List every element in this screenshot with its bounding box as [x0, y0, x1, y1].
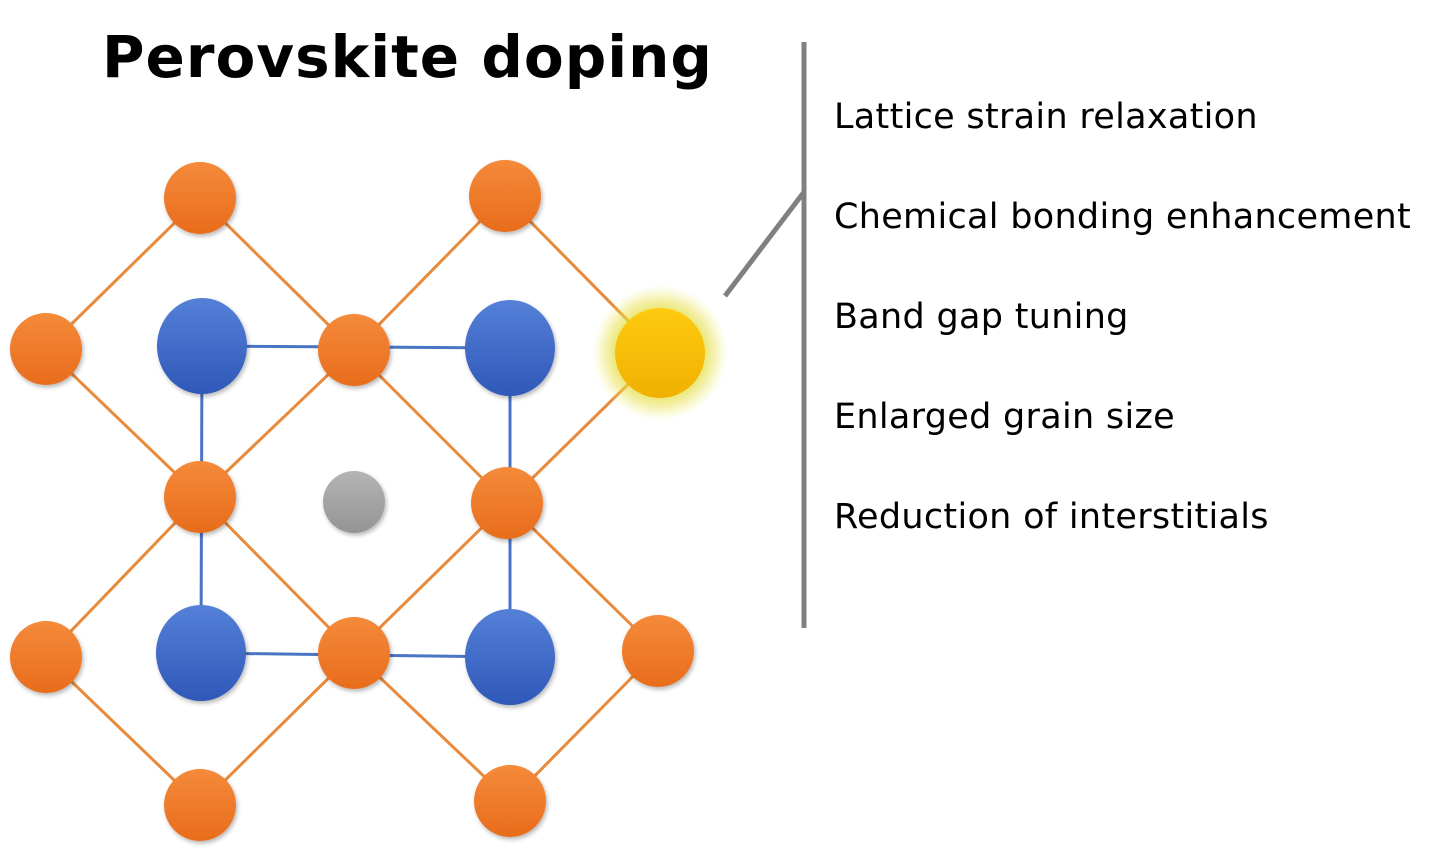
x-site-atom — [474, 765, 546, 837]
effect-item: Lattice strain relaxation — [834, 97, 1258, 137]
x-site-atom — [164, 461, 236, 533]
x-site-atom — [318, 314, 390, 386]
a-site-atom — [323, 471, 385, 533]
x-site-atom — [318, 617, 390, 689]
effect-item: Band gap tuning — [834, 297, 1129, 337]
effect-item: Chemical bonding enhancement — [834, 197, 1412, 237]
x-site-atom — [164, 162, 236, 234]
b-site-atom — [465, 609, 555, 705]
doping-effects-list: Lattice strain relaxation Chemical bondi… — [834, 100, 1411, 600]
effect-item: Reduction of interstitials — [834, 497, 1269, 537]
x-site-atom — [471, 467, 543, 539]
b-site-atom — [157, 298, 247, 394]
b-site-atom — [156, 605, 246, 701]
diagram-title: Perovskite doping — [102, 23, 713, 91]
x-site-atom — [622, 615, 694, 687]
effects-bracket — [723, 42, 807, 628]
x-site-atom — [164, 769, 236, 841]
x-site-atom — [10, 313, 82, 385]
effect-item: Enlarged grain size — [834, 397, 1175, 437]
x-site-atom — [469, 160, 541, 232]
b-site-atom — [465, 300, 555, 396]
dopant-atom — [615, 308, 705, 398]
x-site-atom — [10, 621, 82, 693]
